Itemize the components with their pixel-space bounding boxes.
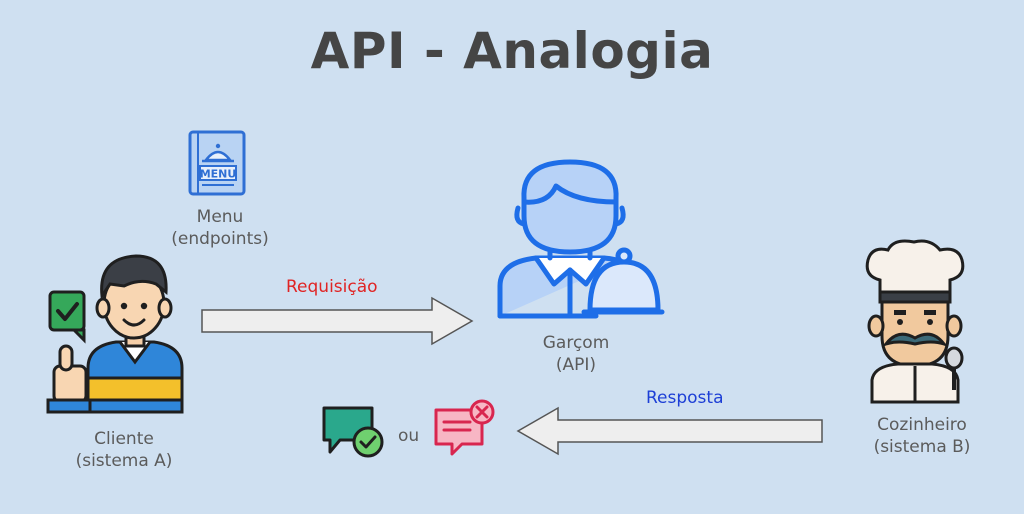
separator-text: ou (398, 426, 420, 446)
client-label-line2: (sistema A) (75, 451, 173, 471)
error-message-icon (434, 399, 495, 456)
menu-icon-text: MENU (200, 168, 237, 181)
menu-book-icon: MENU (188, 130, 246, 196)
cook-label-line1: Cozinheiro (877, 415, 967, 435)
cook-label-line2: (sistema B) (873, 437, 971, 457)
request-arrow (201, 296, 474, 346)
waiter-label-line2: (API) (555, 355, 597, 375)
waiter-icon (497, 159, 665, 319)
request-label: Requisição (286, 277, 378, 297)
menu-label: Menu (endpoints) (150, 206, 290, 250)
client-label: Cliente (sistema A) (54, 428, 194, 472)
response-label: Resposta (646, 388, 724, 408)
response-arrow (516, 406, 823, 456)
success-message-icon (322, 406, 384, 458)
menu-label-line1: Menu (196, 207, 244, 227)
waiter-label-line1: Garçom (542, 333, 610, 353)
chef-icon (865, 239, 965, 404)
menu-label-line2: (endpoints) (171, 229, 269, 249)
waiter-label: Garçom (API) (506, 332, 646, 376)
client-label-line1: Cliente (94, 429, 154, 449)
diagram-title: API - Analogia (310, 22, 714, 80)
client-person-icon (46, 254, 184, 414)
cook-label: Cozinheiro (sistema B) (852, 414, 992, 458)
